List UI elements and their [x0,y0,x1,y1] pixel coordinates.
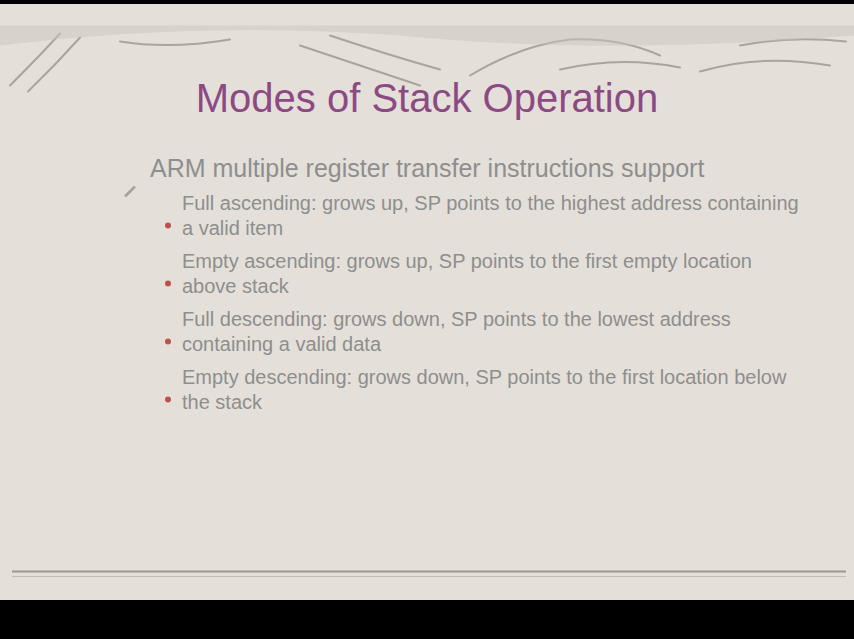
slide-title: Modes of Stack Operation [0,76,854,121]
sub-bullet-text: Full ascending: grows up, SP points to t… [182,191,802,241]
sub-bullet-text: Empty ascending: grows up, SP points to … [182,249,802,299]
bullet-mark [124,186,136,198]
bullet-dot [165,281,171,287]
sub-bullet-text: Empty descending: grows down, SP points … [182,365,802,415]
slide-background: Modes of Stack Operation ARM multiple re… [0,4,854,600]
bullet-dot [165,223,171,229]
sub-bullet-text: Full descending: grows down, SP points t… [182,307,802,357]
bullet-dot [165,397,171,403]
bullet-dot [165,339,171,345]
bullet-text: ARM multiple register transfer instructi… [150,154,710,183]
